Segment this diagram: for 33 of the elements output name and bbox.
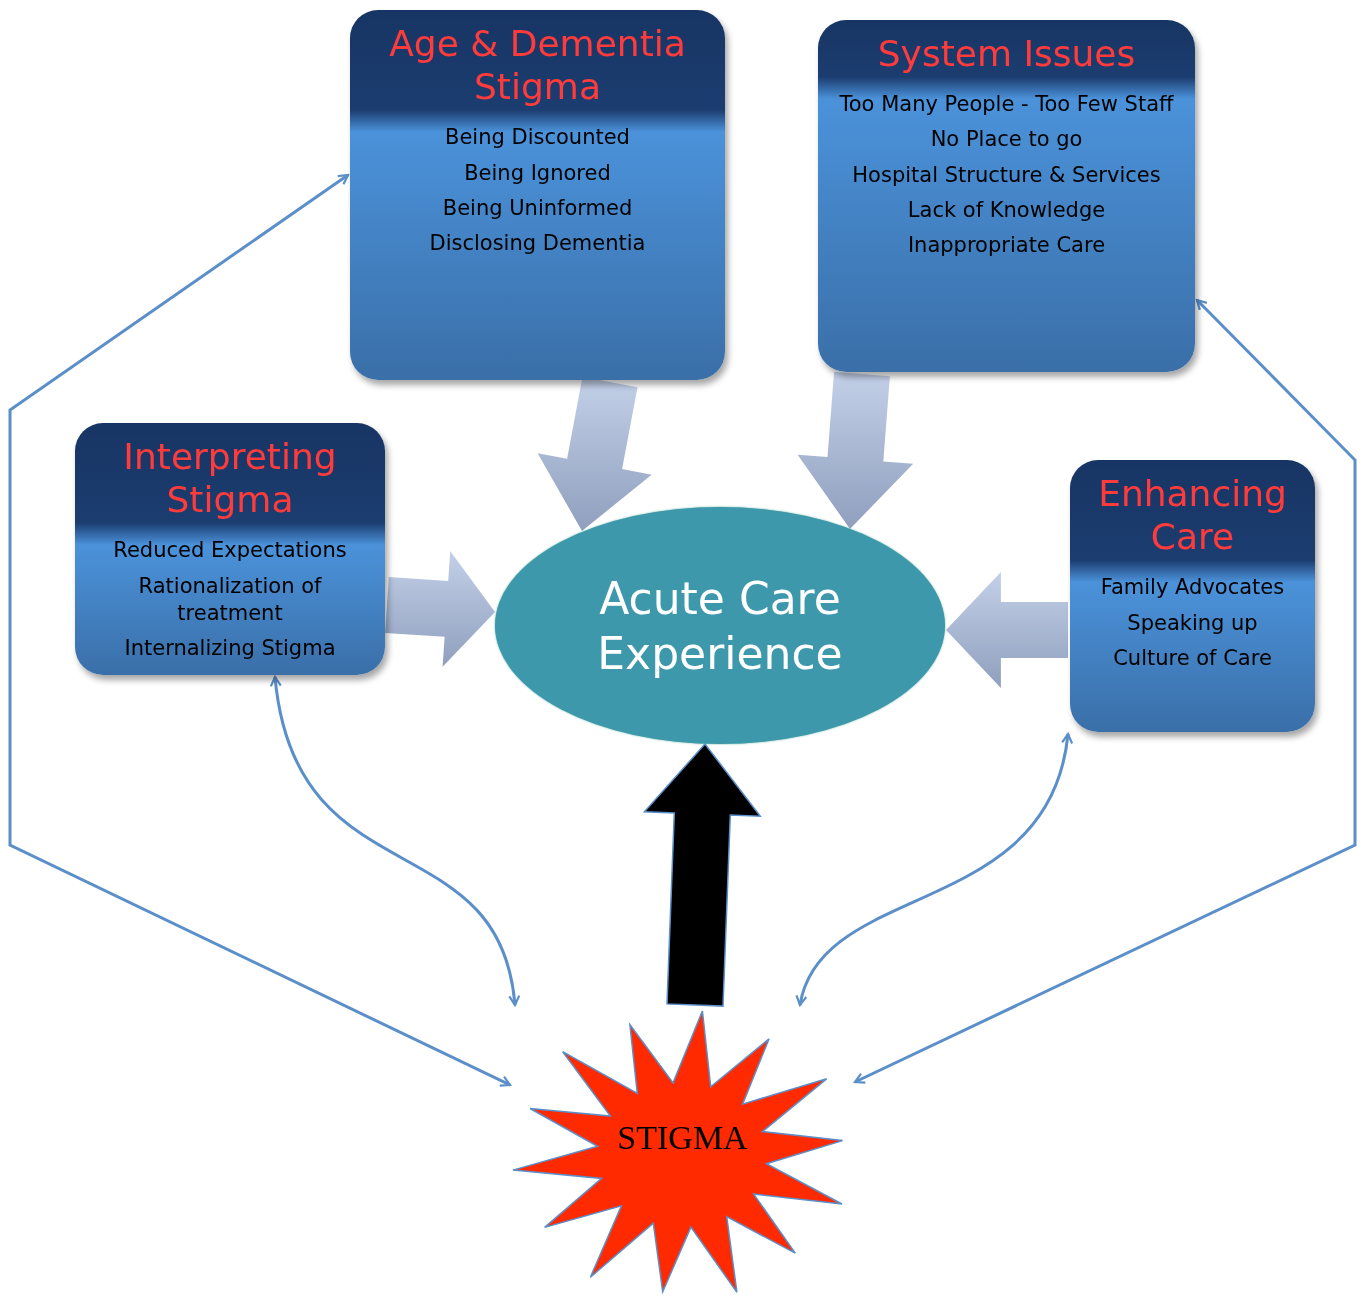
list-item: Too Many People - Too Few Staff bbox=[839, 91, 1174, 119]
double-arrow bbox=[270, 675, 520, 1007]
box-title: System Issues bbox=[877, 32, 1136, 76]
topic-box bbox=[350, 10, 725, 380]
double-arrow bbox=[853, 298, 1357, 1084]
double-arrow bbox=[796, 732, 1073, 1007]
box-title: Enhancing Care bbox=[1097, 472, 1288, 559]
list-item: Family Advocates bbox=[1100, 574, 1285, 602]
box-title: Age & Dementia Stigma bbox=[388, 22, 687, 109]
topic-box bbox=[818, 20, 1195, 372]
list-item: Culture of Care bbox=[1113, 644, 1272, 672]
starburst-label: STIGMA bbox=[617, 1118, 748, 1157]
box-title: Interpreting Stigma bbox=[122, 435, 338, 522]
block-arrow bbox=[385, 551, 495, 667]
list-item: No Place to go bbox=[930, 126, 1083, 154]
list-item: Being Discounted bbox=[445, 124, 630, 152]
double-arrow bbox=[8, 173, 512, 1087]
topic-box bbox=[75, 423, 385, 675]
list-item: Reduced Expectations bbox=[113, 537, 347, 565]
list-item: Internalizing Stigma bbox=[124, 635, 336, 663]
list-item: Being Uninformed bbox=[442, 194, 633, 222]
block-arrow bbox=[797, 371, 914, 529]
list-item: Disclosing Dementia bbox=[429, 230, 646, 258]
list-item: Hospital Structure & Services bbox=[852, 161, 1161, 189]
block-arrow bbox=[642, 742, 762, 1007]
ellipse-label: Acute Care Experience bbox=[596, 571, 844, 681]
list-item: Speaking up bbox=[1127, 609, 1258, 637]
list-item: Being Ignored bbox=[464, 159, 611, 187]
topic-box bbox=[1070, 460, 1315, 732]
block-arrow bbox=[946, 572, 1068, 688]
list-item: Inappropriate Care bbox=[907, 232, 1106, 260]
list-item: Lack of Knowledge bbox=[907, 197, 1106, 225]
list-item: Rationalization of treatment bbox=[137, 572, 323, 627]
